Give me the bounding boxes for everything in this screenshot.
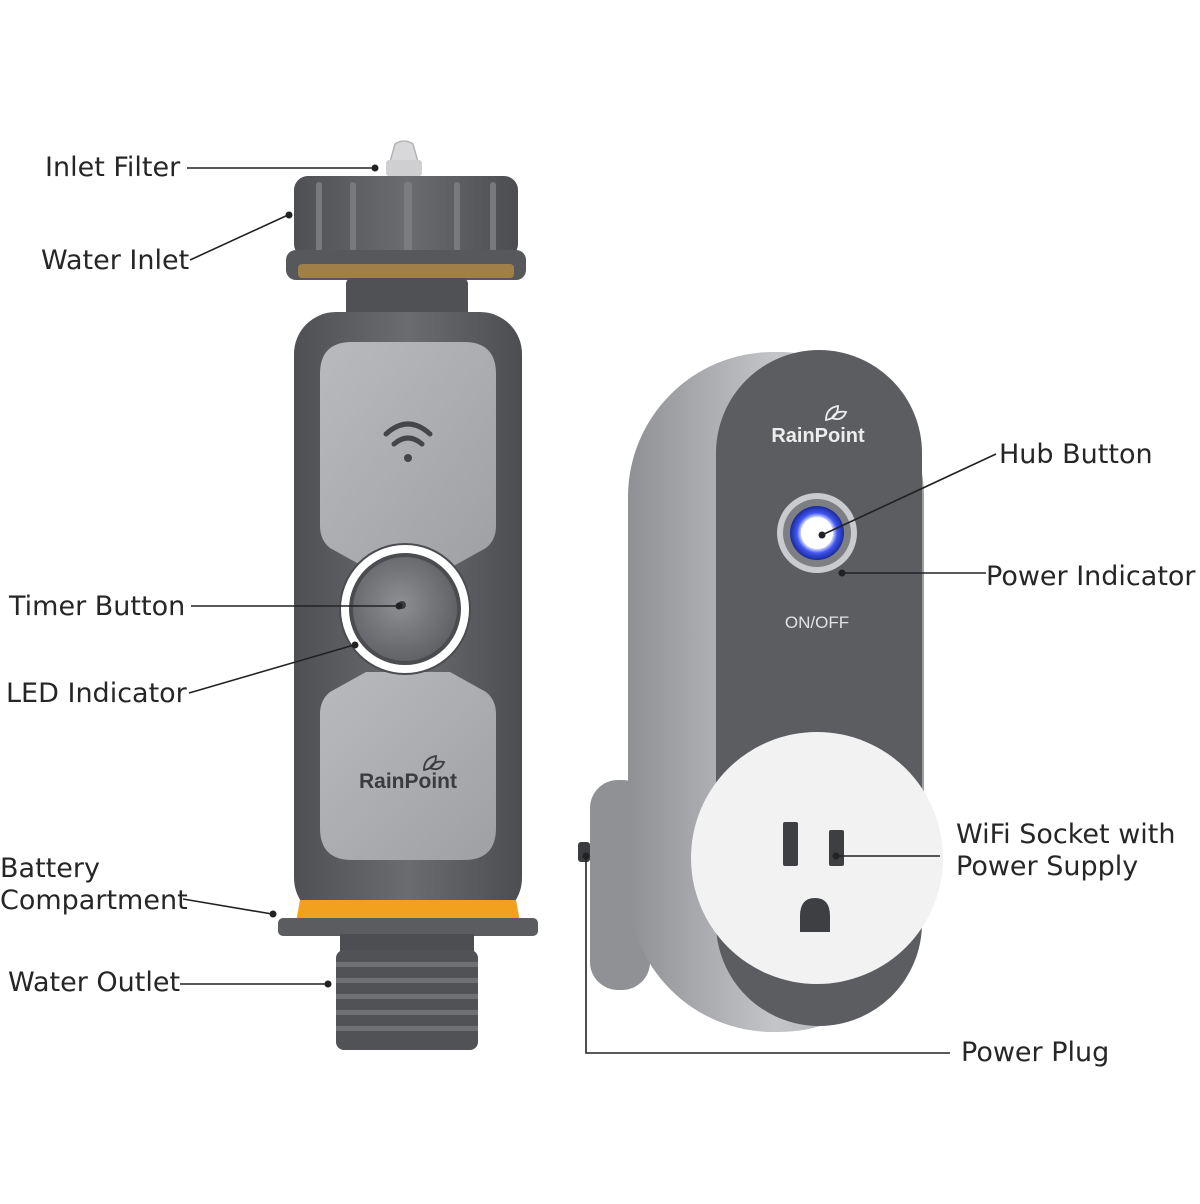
label-led-indicator: LED Indicator — [6, 678, 187, 709]
label-battery-compartment-2: Compartment — [0, 885, 188, 916]
inlet-filter — [386, 140, 422, 176]
socket-outlet — [691, 732, 943, 984]
label-power-indicator: Power Indicator — [986, 561, 1196, 592]
hub-brand-logo: RainPoint — [771, 425, 865, 447]
label-hub-button: Hub Button — [999, 439, 1153, 470]
label-battery-compartment-1: Battery — [0, 853, 100, 884]
leader-lines — [180, 167, 997, 1054]
leader-dots — [269, 164, 846, 988]
hub-button[interactable] — [777, 493, 857, 573]
timer-brand-logo: RainPoint — [359, 770, 457, 793]
label-wifi-socket-2: Power Supply — [956, 851, 1139, 882]
outlet-slot-icon — [783, 822, 798, 866]
label-inlet-filter: Inlet Filter — [45, 152, 181, 183]
water-outlet — [336, 934, 478, 1050]
leaf-logo-icon — [423, 754, 446, 772]
timer-button[interactable] — [339, 543, 471, 675]
bottom-panel — [320, 672, 496, 860]
water-inlet-nut — [286, 176, 526, 318]
leaf-logo-icon — [825, 404, 848, 422]
wifi-hub-device: RainPoint ON/OFF — [578, 350, 943, 1032]
label-wifi-socket-1: WiFi Socket with — [956, 819, 1176, 850]
wifi-icon — [383, 421, 433, 462]
label-water-outlet: Water Outlet — [8, 967, 181, 998]
label-timer-button: Timer Button — [9, 591, 186, 622]
hub-switch-label: ON/OFF — [785, 613, 849, 632]
outlet-slot-icon — [829, 830, 844, 866]
ground-hole-icon — [800, 898, 830, 932]
label-power-plug: Power Plug — [961, 1037, 1110, 1068]
label-water-inlet: Water Inlet — [41, 245, 190, 276]
water-timer-device: RainPoint — [278, 140, 538, 1050]
led-indicator-ring — [341, 545, 469, 673]
battery-compartment — [278, 900, 538, 936]
